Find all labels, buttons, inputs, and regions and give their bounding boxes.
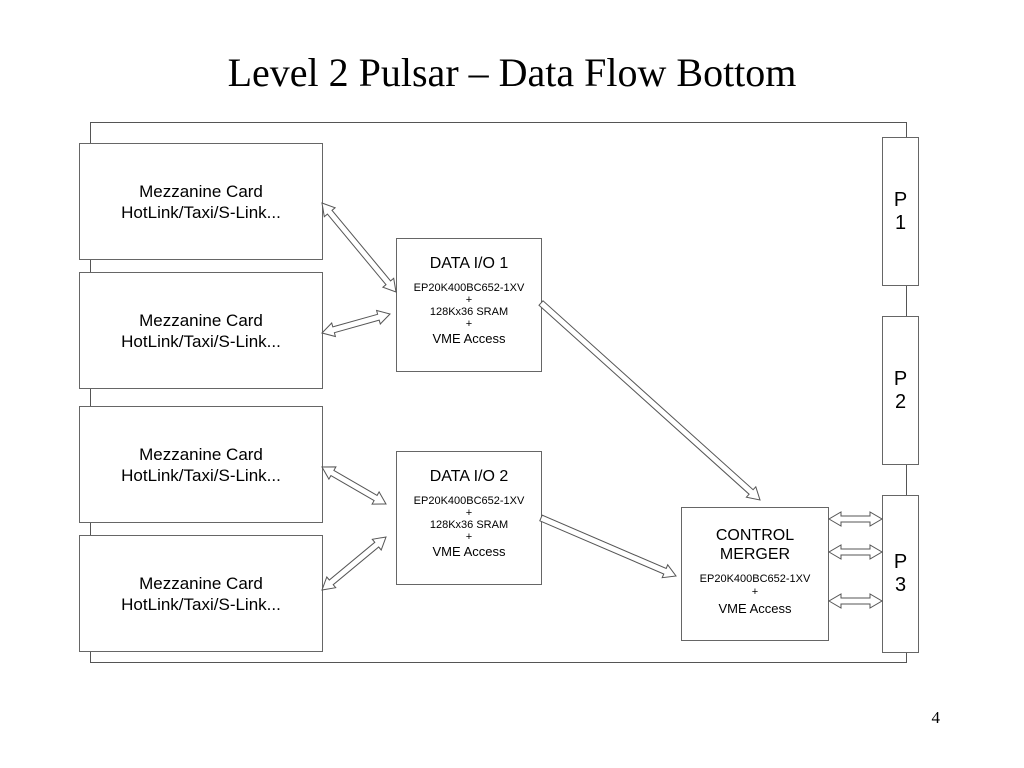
data-io-plus: + <box>465 294 473 306</box>
control-merger-title: CONTROL <box>715 527 795 544</box>
slide-title: Level 2 Pulsar – Data Flow Bottom <box>227 50 797 95</box>
arrow-mezz4-to-dataio2 <box>321 536 387 591</box>
mezzanine-card-4: Mezzanine Card HotLink/Taxi/S-Link... <box>79 535 323 652</box>
data-io-plus: + <box>465 531 473 543</box>
mezzanine-card-title: Mezzanine Card <box>139 310 263 330</box>
connector-letter: P <box>893 367 908 390</box>
mezzanine-card-title: Mezzanine Card <box>139 444 263 464</box>
mezzanine-card-title: Mezzanine Card <box>139 573 263 593</box>
data-io-2-block: DATA I/O 2 EP20K400BC652-1XV + 128Kx36 S… <box>396 451 542 585</box>
connector-p3: P 3 <box>882 495 919 653</box>
data-io-plus: + <box>465 318 473 330</box>
data-io-sram: 128Kx36 SRAM <box>429 306 509 318</box>
data-io-vme: VME Access <box>432 331 506 346</box>
connector-number: 3 <box>894 574 907 596</box>
control-merger-fpga: EP20K400BC652-1XV <box>699 573 811 585</box>
control-merger-vme: VME Access <box>718 601 792 616</box>
arrow-mezz2-to-dataio1 <box>321 309 391 338</box>
arrows-layer <box>321 202 883 609</box>
connector-number: 2 <box>894 390 907 413</box>
connector-p2: P 2 <box>882 316 919 465</box>
data-io-plus: + <box>465 507 473 519</box>
data-io-fpga: EP20K400BC652-1XV <box>413 282 525 294</box>
arrow-merger-to-p3-top <box>828 511 883 527</box>
control-merger-subtitle: MERGER <box>719 546 791 563</box>
mezzanine-card-2: Mezzanine Card HotLink/Taxi/S-Link... <box>79 272 323 389</box>
connector-p1: P 1 <box>882 137 919 286</box>
arrow-mezz3-to-dataio2 <box>321 466 387 505</box>
mezzanine-card-title: Mezzanine Card <box>139 181 263 201</box>
mezzanine-card-links: HotLink/Taxi/S-Link... <box>121 465 281 485</box>
arrow-merger-to-p3-bottom <box>828 593 883 609</box>
connector-letter: P <box>893 188 908 211</box>
mezzanine-card-links: HotLink/Taxi/S-Link... <box>121 202 281 222</box>
arrow-merger-to-p3-middle <box>828 544 883 560</box>
data-io-sram: 128Kx36 SRAM <box>429 519 509 531</box>
mezzanine-card-1: Mezzanine Card HotLink/Taxi/S-Link... <box>79 143 323 260</box>
page-number: 4 <box>931 708 941 727</box>
control-merger-plus: + <box>751 586 759 598</box>
data-io-1-block: DATA I/O 1 EP20K400BC652-1XV + 128Kx36 S… <box>396 238 542 372</box>
data-io-title: DATA I/O 1 <box>429 255 509 272</box>
data-io-vme: VME Access <box>432 544 506 559</box>
mezzanine-card-links: HotLink/Taxi/S-Link... <box>121 594 281 614</box>
data-io-fpga: EP20K400BC652-1XV <box>413 495 525 507</box>
arrow-dataio1-to-merger <box>538 300 761 501</box>
control-merger-block: CONTROL MERGER EP20K400BC652-1XV + VME A… <box>681 507 829 641</box>
mezzanine-card-links: HotLink/Taxi/S-Link... <box>121 331 281 351</box>
data-io-title: DATA I/O 2 <box>429 468 509 485</box>
mezzanine-card-3: Mezzanine Card HotLink/Taxi/S-Link... <box>79 406 323 523</box>
connector-number: 1 <box>894 211 907 234</box>
arrow-mezz1-to-dataio1 <box>321 202 397 293</box>
arrow-dataio2-to-merger <box>539 514 677 579</box>
connector-letter: P <box>893 551 908 573</box>
